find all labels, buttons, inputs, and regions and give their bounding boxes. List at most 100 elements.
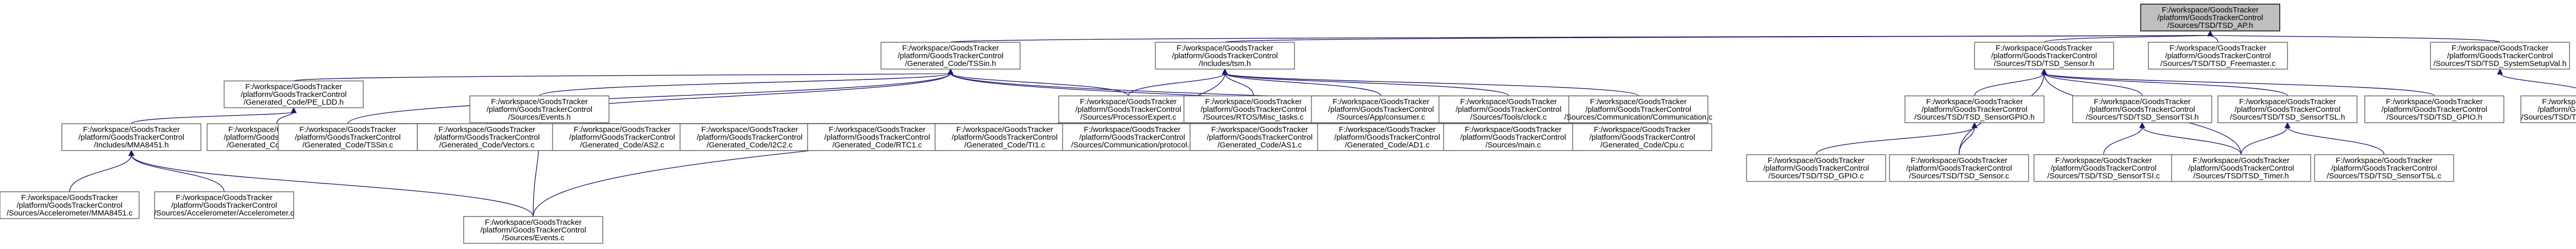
- node-label-line: /platform/GoodsTrackerControl: [697, 133, 802, 142]
- node-box: [1317, 123, 1458, 151]
- node-label-line: /platform/GoodsTrackerControl: [2381, 105, 2487, 114]
- node-box: [680, 123, 820, 151]
- node-label-line: /platform/GoodsTrackerControl: [2331, 164, 2437, 173]
- graph-node[interactable]: F:/workspace/GoodsTracker/platform/Goods…: [1974, 42, 2114, 70]
- graph-node[interactable]: F:/workspace/GoodsTracker/platform/Goods…: [1443, 123, 1583, 151]
- node-label-line: F:/workspace/GoodsTracker: [1205, 97, 1302, 106]
- edge-line: [347, 73, 951, 124]
- node-label-line: /platform/GoodsTrackerControl: [1460, 133, 1566, 142]
- graph-node[interactable]: F:/workspace/GoodsTracker/platform/Goods…: [880, 42, 1021, 70]
- node-label-line: /platform/GoodsTrackerControl: [2157, 13, 2263, 22]
- node-box: [61, 123, 201, 151]
- graph-node[interactable]: F:/workspace/GoodsTracker/platform/Goods…: [1889, 154, 2029, 182]
- node-box: [1889, 154, 2029, 182]
- node-label-line: /Sources/TSD/TSD_SensorGPIO.h: [1914, 113, 2035, 122]
- node-box: [1572, 123, 1713, 151]
- include-edge: [950, 30, 2213, 43]
- graph-node[interactable]: F:/workspace/GoodsTracker/platform/Goods…: [680, 123, 820, 151]
- graph-node[interactable]: F:/workspace/GoodsTracker/platform/Goods…: [2217, 95, 2358, 123]
- node-label-line: /Generated_Code/PE_LDD.h: [244, 98, 344, 107]
- node-label-line: /platform/GoodsTrackerControl: [2050, 164, 2156, 173]
- graph-node[interactable]: F:/workspace/GoodsTracker/platform/Goods…: [2364, 95, 2504, 123]
- node-label-line: /platform/GoodsTrackerControl: [16, 201, 122, 210]
- graph-node[interactable]: F:/workspace/GoodsTracker/platform/Goods…: [0, 191, 140, 219]
- node-label-line: F:/workspace/GoodsTracker: [2170, 44, 2266, 53]
- graph-node[interactable]: F:/workspace/GoodsTracker/platform/Goods…: [154, 191, 294, 219]
- node-label-line: /Sources/TSD/TSD_GPIO.c: [1768, 172, 1864, 180]
- node-label-line: /Generated_Code/TI1.c: [964, 141, 1045, 150]
- node-label-line: /platform/GoodsTrackerControl: [897, 52, 1003, 60]
- node-label-line: /platform/GoodsTrackerControl: [2447, 52, 2553, 60]
- edge-line: [1224, 73, 1382, 96]
- node-label-line: F:/workspace/GoodsTracker: [2094, 97, 2191, 106]
- node-box: [880, 42, 1021, 70]
- graph-node[interactable]: F:/workspace/GoodsTracker/platform/Goods…: [935, 123, 1075, 151]
- node-label-line: /platform/GoodsTrackerControl: [1455, 105, 1561, 114]
- graph-node[interactable]: F:/workspace/GoodsTracker/platform/Goods…: [469, 95, 609, 123]
- node-label-line: F:/workspace/GoodsTracker: [21, 193, 118, 202]
- graph-node[interactable]: F:/workspace/GoodsTracker/platform/Goods…: [2171, 154, 2311, 182]
- node-label-line: /platform/GoodsTrackerControl: [1585, 105, 1691, 114]
- node-label-line: F:/workspace/GoodsTracker: [902, 44, 999, 53]
- node-label-line: /platform/GoodsTrackerControl: [480, 226, 586, 235]
- graph-node[interactable]: F:/workspace/GoodsTracker/platform/Goods…: [1746, 154, 1886, 182]
- graph-node[interactable]: F:/workspace/GoodsTracker/platform/Goods…: [2033, 154, 2174, 182]
- graph-node[interactable]: F:/workspace/GoodsTracker/platform/Goods…: [1317, 123, 1458, 151]
- node-label-line: /Sources/Tools/clock.c: [1470, 113, 1547, 122]
- graph-node[interactable]: F:/workspace/GoodsTracker/platform/Goods…: [2148, 42, 2288, 70]
- edge-line: [1816, 126, 1975, 155]
- node-label-line: /platform/GoodsTrackerControl: [1207, 133, 1312, 142]
- graph-node[interactable]: F:/workspace/GoodsTracker/platform/Goods…: [417, 123, 557, 151]
- graph-node[interactable]: F:/workspace/GoodsTracker/platform/Goods…: [807, 123, 947, 151]
- graph-node[interactable]: F:/workspace/GoodsTracker/platform/Goods…: [61, 123, 201, 151]
- node-label-line: /platform/GoodsTrackerControl: [295, 133, 400, 142]
- node-label-line: F:/workspace/GoodsTracker: [1211, 125, 1308, 134]
- graph-node[interactable]: F:/workspace/GoodsTracker/platform/Goods…: [1572, 123, 1713, 151]
- graph-node[interactable]: F:/workspace/GoodsTracker/platform/Goods…: [1155, 42, 1295, 70]
- node-box: [1058, 95, 1198, 123]
- graph-node[interactable]: F:/workspace/GoodsTracker/platform/Goods…: [1190, 123, 1330, 151]
- graph-node[interactable]: F:/workspace/GoodsTracker/platform/Goods…: [1183, 95, 1324, 123]
- node-box: [1190, 123, 1330, 151]
- node-label-line: /platform/GoodsTrackerControl: [171, 201, 277, 210]
- node-box: [1974, 42, 2114, 70]
- graph-node[interactable]: F:/workspace/GoodsTracker/platform/Goods…: [552, 123, 692, 151]
- graph-node[interactable]: F:/workspace/GoodsTracker/platform/Goods…: [1058, 95, 1198, 123]
- include-edge: [2139, 122, 2242, 155]
- node-label-line: /platform/GoodsTrackerControl: [2234, 105, 2340, 114]
- node-label-line: /platform/GoodsTrackerControl: [1922, 105, 2027, 114]
- graph-node[interactable]: F:/workspace/GoodsTracker/platform/Goods…: [1311, 95, 1451, 123]
- edge-arrowhead: [2139, 122, 2145, 128]
- node-label-line: F:/workspace/GoodsTracker: [1768, 156, 1865, 165]
- node-label-line: /Sources/Accelerometer/Accelerometer.c: [154, 209, 294, 218]
- node-box: [2148, 42, 2288, 70]
- graph-node[interactable]: F:/workspace/GoodsTracker/platform/Goods…: [1564, 95, 1713, 123]
- node-label-line: /platform/GoodsTrackerControl: [241, 90, 346, 99]
- node-label-line: /platform/GoodsTrackerControl: [1763, 164, 1869, 173]
- graph-node[interactable]: F:/workspace/GoodsTracker/platform/Goods…: [2072, 95, 2212, 123]
- node-box: [1746, 154, 1886, 182]
- edge-arrowhead: [2497, 68, 2503, 75]
- node-label-line: /Sources/TSD/TSD_GPIO.h: [2386, 113, 2482, 122]
- graph-node[interactable]: F:/workspace/GoodsTracker/platform/Goods…: [463, 216, 603, 244]
- edge-line: [1974, 73, 2045, 96]
- node-label-line: /platform/GoodsTrackerControl: [1172, 52, 1278, 60]
- graph-node[interactable]: F:/workspace/GoodsTracker/platform/Goods…: [1438, 95, 1579, 123]
- node-label-line: /Sources/TSD/TSD_SensorTSL.c: [2327, 172, 2442, 180]
- graph-node[interactable]: F:/workspace/GoodsTracker/platform/Goods…: [2314, 154, 2454, 182]
- graph-node[interactable]: F:/workspace/GoodsTracker/platform/Goods…: [1904, 95, 2045, 123]
- node-box: [154, 191, 294, 219]
- edge-line: [69, 154, 132, 192]
- graph-node[interactable]: F:/workspace/GoodsTracker/platform/Goods…: [278, 123, 418, 151]
- include-edge: [2497, 68, 2576, 89]
- graph-node[interactable]: F:/workspace/GoodsTracker/platform/Goods…: [224, 80, 364, 108]
- node-label-line: F:/workspace/GoodsTracker: [829, 125, 926, 134]
- node-box: [417, 123, 557, 151]
- graph-node[interactable]: F:/workspace/GoodsTracker/platform/Goods…: [2520, 95, 2576, 123]
- node-label-line: /platform/GoodsTrackerControl: [2537, 105, 2576, 114]
- graph-node[interactable]: F:/workspace/GoodsTracker/platform/Goods…: [1062, 123, 1202, 151]
- graph-node[interactable]: F:/workspace/GoodsTracker/platform/Goods…: [2430, 42, 2570, 70]
- node-label-line: /platform/GoodsTrackerControl: [569, 133, 675, 142]
- node-box: [2314, 154, 2454, 182]
- include-edge: [128, 150, 534, 217]
